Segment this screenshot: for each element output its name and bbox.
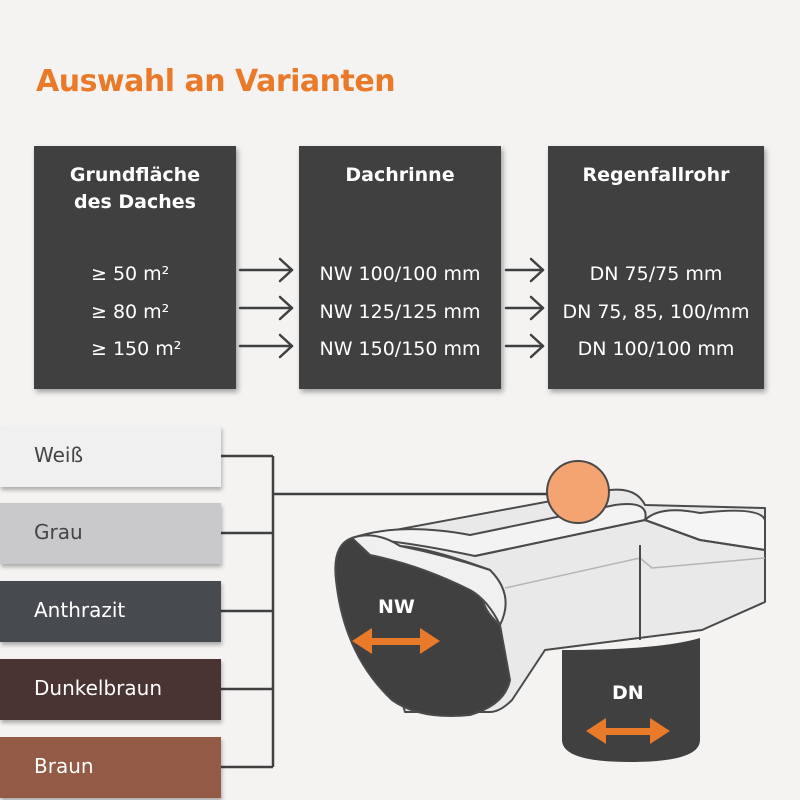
nw-width-arrow-icon <box>352 628 440 654</box>
color-swatch-label: Anthrazit <box>34 598 126 622</box>
color-swatch-dunkelbraun: Dunkelbraun <box>0 659 221 720</box>
downpipe-heading: Regenfallrohr <box>582 164 730 186</box>
downpipe-row: DN 100/100 mm <box>577 338 735 360</box>
arrow-right-icon <box>238 295 294 321</box>
color-swatch-grau: Grau <box>0 503 221 564</box>
arrow-right-icon <box>504 333 545 359</box>
arrow-right-icon <box>238 257 294 283</box>
roof-area-box: Grundfläche des Daches ≥ 50 m² ≥ 80 m² ≥… <box>34 146 236 389</box>
marker-circle-icon <box>546 460 610 524</box>
downpipe-box: Regenfallrohr DN 75/75 mm DN 75, 85, 100… <box>548 146 764 389</box>
gutter-illustration <box>334 488 766 717</box>
roof-area-heading-line1: Grundfläche <box>69 164 201 186</box>
color-swatch-label: Weiß <box>34 443 84 467</box>
dn-label: DN <box>612 682 644 704</box>
color-swatch-label: Dunkelbraun <box>34 676 163 700</box>
gutter-row: NW 150/150 mm <box>319 338 481 360</box>
roof-area-heading: Grundfläche des Daches <box>34 162 236 216</box>
color-swatch-weiss: Weiß <box>0 426 221 487</box>
arrow-right-icon <box>504 295 545 321</box>
gutter-row: NW 125/125 mm <box>319 300 481 323</box>
gutter-row: NW 100/100 mm <box>319 263 481 285</box>
roof-area-heading-line2: des Daches <box>74 191 196 213</box>
arrow-right-icon <box>238 333 294 359</box>
roof-area-row: ≥ 50 m² <box>91 263 170 285</box>
downpipe-row: DN 75, 85, 100/mm <box>562 300 750 323</box>
color-swatch-label: Grau <box>34 520 83 544</box>
page-title: Auswahl an Varianten <box>36 64 396 99</box>
gutter-box: Dachrinne NW 100/100 mm NW 125/125 mm NW… <box>299 146 501 389</box>
gutter-heading: Dachrinne <box>345 164 455 186</box>
color-connector-lines <box>221 454 560 769</box>
arrow-right-icon <box>504 257 545 283</box>
downpipe-rows: DN 75/75 mm DN 75, 85, 100/mm DN 100/100… <box>548 256 764 369</box>
dn-width-arrow-icon <box>586 718 670 744</box>
color-swatch-braun: Braun <box>0 737 221 798</box>
roof-area-row: ≥ 150 m² <box>91 338 182 360</box>
gutter-rows: NW 100/100 mm NW 125/125 mm NW 150/150 m… <box>299 256 501 369</box>
color-swatch-anthrazit: Anthrazit <box>0 581 221 642</box>
nw-label: NW <box>378 596 415 618</box>
roof-area-rows: ≥ 50 m² ≥ 80 m² ≥ 150 m² <box>34 256 236 369</box>
downpipe-row: DN 75/75 mm <box>589 263 723 285</box>
color-swatch-label: Braun <box>34 754 94 778</box>
roof-area-row: ≥ 80 m² <box>91 300 170 323</box>
